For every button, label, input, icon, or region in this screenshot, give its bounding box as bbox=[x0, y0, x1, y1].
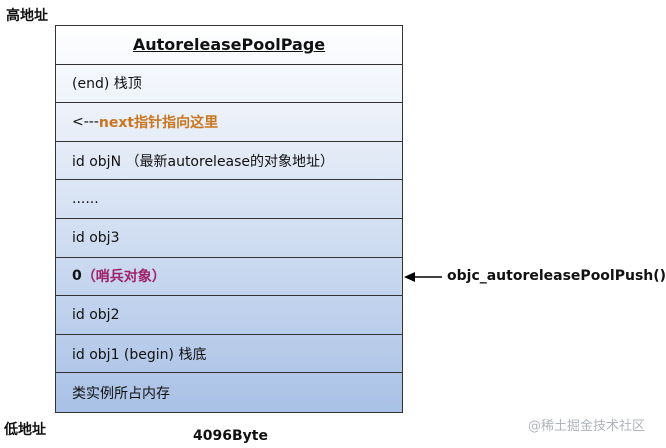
stack-row-obj3: id obj3 bbox=[56, 219, 402, 258]
stack-row-class-instance: 类实例所占内存 bbox=[56, 373, 402, 412]
next-pointer-label: next指针指向这里 bbox=[98, 114, 219, 131]
sentinel-label: （哨兵对象） bbox=[81, 269, 166, 286]
sentinel-value: 0 bbox=[72, 268, 82, 285]
left-arrow-icon bbox=[404, 272, 442, 282]
watermark: @稀土掘金技术社区 bbox=[528, 419, 646, 434]
row-text: id obj1 (begin) 栈底 bbox=[72, 346, 207, 363]
low-address-label: 低地址 bbox=[4, 422, 46, 438]
stack-row-sentinel: 0（哨兵对象） bbox=[56, 258, 402, 297]
push-pointer: objc_autoreleasePoolPush() bbox=[404, 265, 666, 289]
high-address-label: 高地址 bbox=[6, 8, 48, 24]
row-text: id objN （最新autorelease的对象地址） bbox=[72, 153, 335, 170]
autorelease-pool-page: AutoreleasePoolPage (end) 栈顶 <---next指针指… bbox=[55, 25, 403, 413]
row-text: ...... bbox=[72, 191, 99, 208]
stack-row-end: (end) 栈顶 bbox=[56, 65, 402, 104]
next-arrow-prefix: <--- bbox=[72, 113, 99, 130]
page-title: AutoreleasePoolPage bbox=[56, 26, 402, 65]
push-function-label: objc_autoreleasePoolPush() bbox=[447, 268, 666, 284]
page-size-label: 4096Byte bbox=[193, 428, 268, 444]
stack-row-obj2: id obj2 bbox=[56, 296, 402, 335]
stack-row-next-pointer: <---next指针指向这里 bbox=[56, 103, 402, 142]
stack-row-ellipsis: ...... bbox=[56, 180, 402, 219]
row-text: 类实例所占内存 bbox=[72, 385, 170, 402]
stack-row-obj1: id obj1 (begin) 栈底 bbox=[56, 335, 402, 374]
stack-row-objN: id objN （最新autorelease的对象地址） bbox=[56, 142, 402, 181]
row-text: id obj3 bbox=[72, 229, 120, 246]
row-text: id obj2 bbox=[72, 306, 120, 323]
row-text: (end) 栈顶 bbox=[72, 76, 142, 93]
